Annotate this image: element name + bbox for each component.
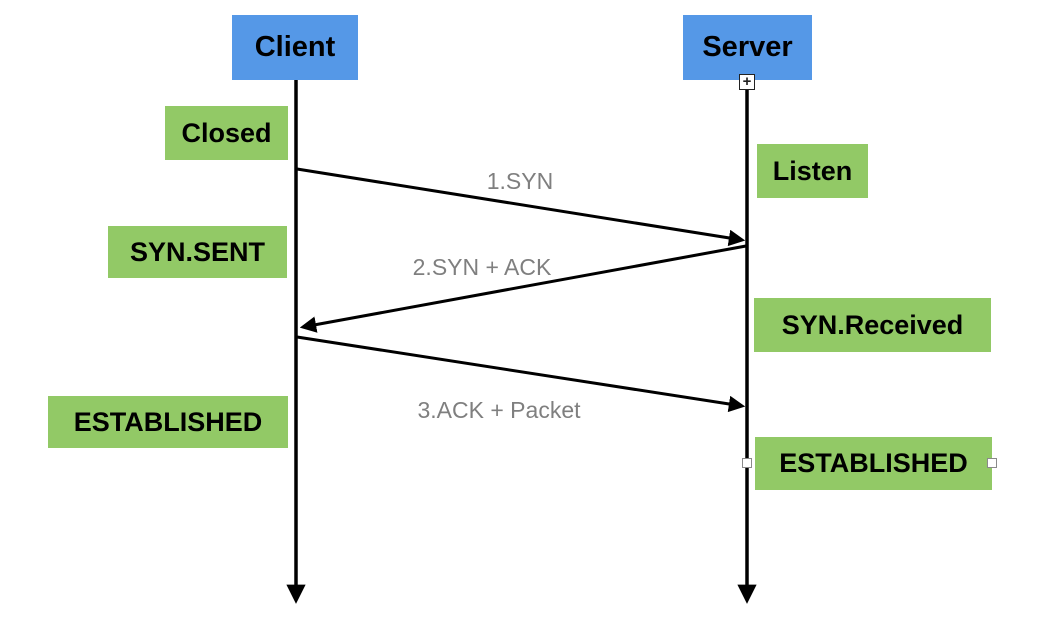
state-label-established-server: ESTABLISHED — [779, 448, 968, 478]
actor-box-server[interactable]: Server — [683, 15, 812, 80]
state-label-listen: Listen — [772, 155, 853, 186]
selection-handle-left[interactable] — [742, 458, 752, 468]
actor-label-server: Server — [702, 31, 793, 63]
state-box-established-client[interactable]: ESTABLISHED — [48, 396, 288, 448]
selection-handle-right[interactable] — [987, 458, 997, 468]
actor-box-client[interactable]: Client — [232, 15, 358, 80]
state-label-established-client: ESTABLISHED — [73, 406, 263, 437]
state-box-listen[interactable]: Listen — [757, 144, 868, 198]
message-arrow-ackpacket[interactable] — [296, 335, 746, 413]
state-label-closed: Closed — [181, 117, 272, 148]
state-box-syn-received[interactable]: SYN.Received — [754, 298, 991, 352]
state-label-syn-sent: SYN.SENT — [129, 236, 266, 267]
connection-plus-handle-icon[interactable]: + — [739, 74, 755, 90]
state-box-syn-sent[interactable]: SYN.SENT — [108, 226, 287, 278]
state-box-closed[interactable]: Closed — [165, 106, 288, 160]
message-label-synack[interactable]: 2.SYN + ACK — [412, 254, 552, 280]
state-box-established-server[interactable]: ESTABLISHED — [755, 437, 992, 490]
actor-label-client: Client — [254, 31, 336, 63]
state-label-syn-received: SYN.Received — [781, 309, 964, 340]
message-label-syn[interactable]: 1.SYN — [486, 168, 554, 194]
message-label-ackpacket[interactable]: 3.ACK + Packet — [417, 397, 581, 423]
